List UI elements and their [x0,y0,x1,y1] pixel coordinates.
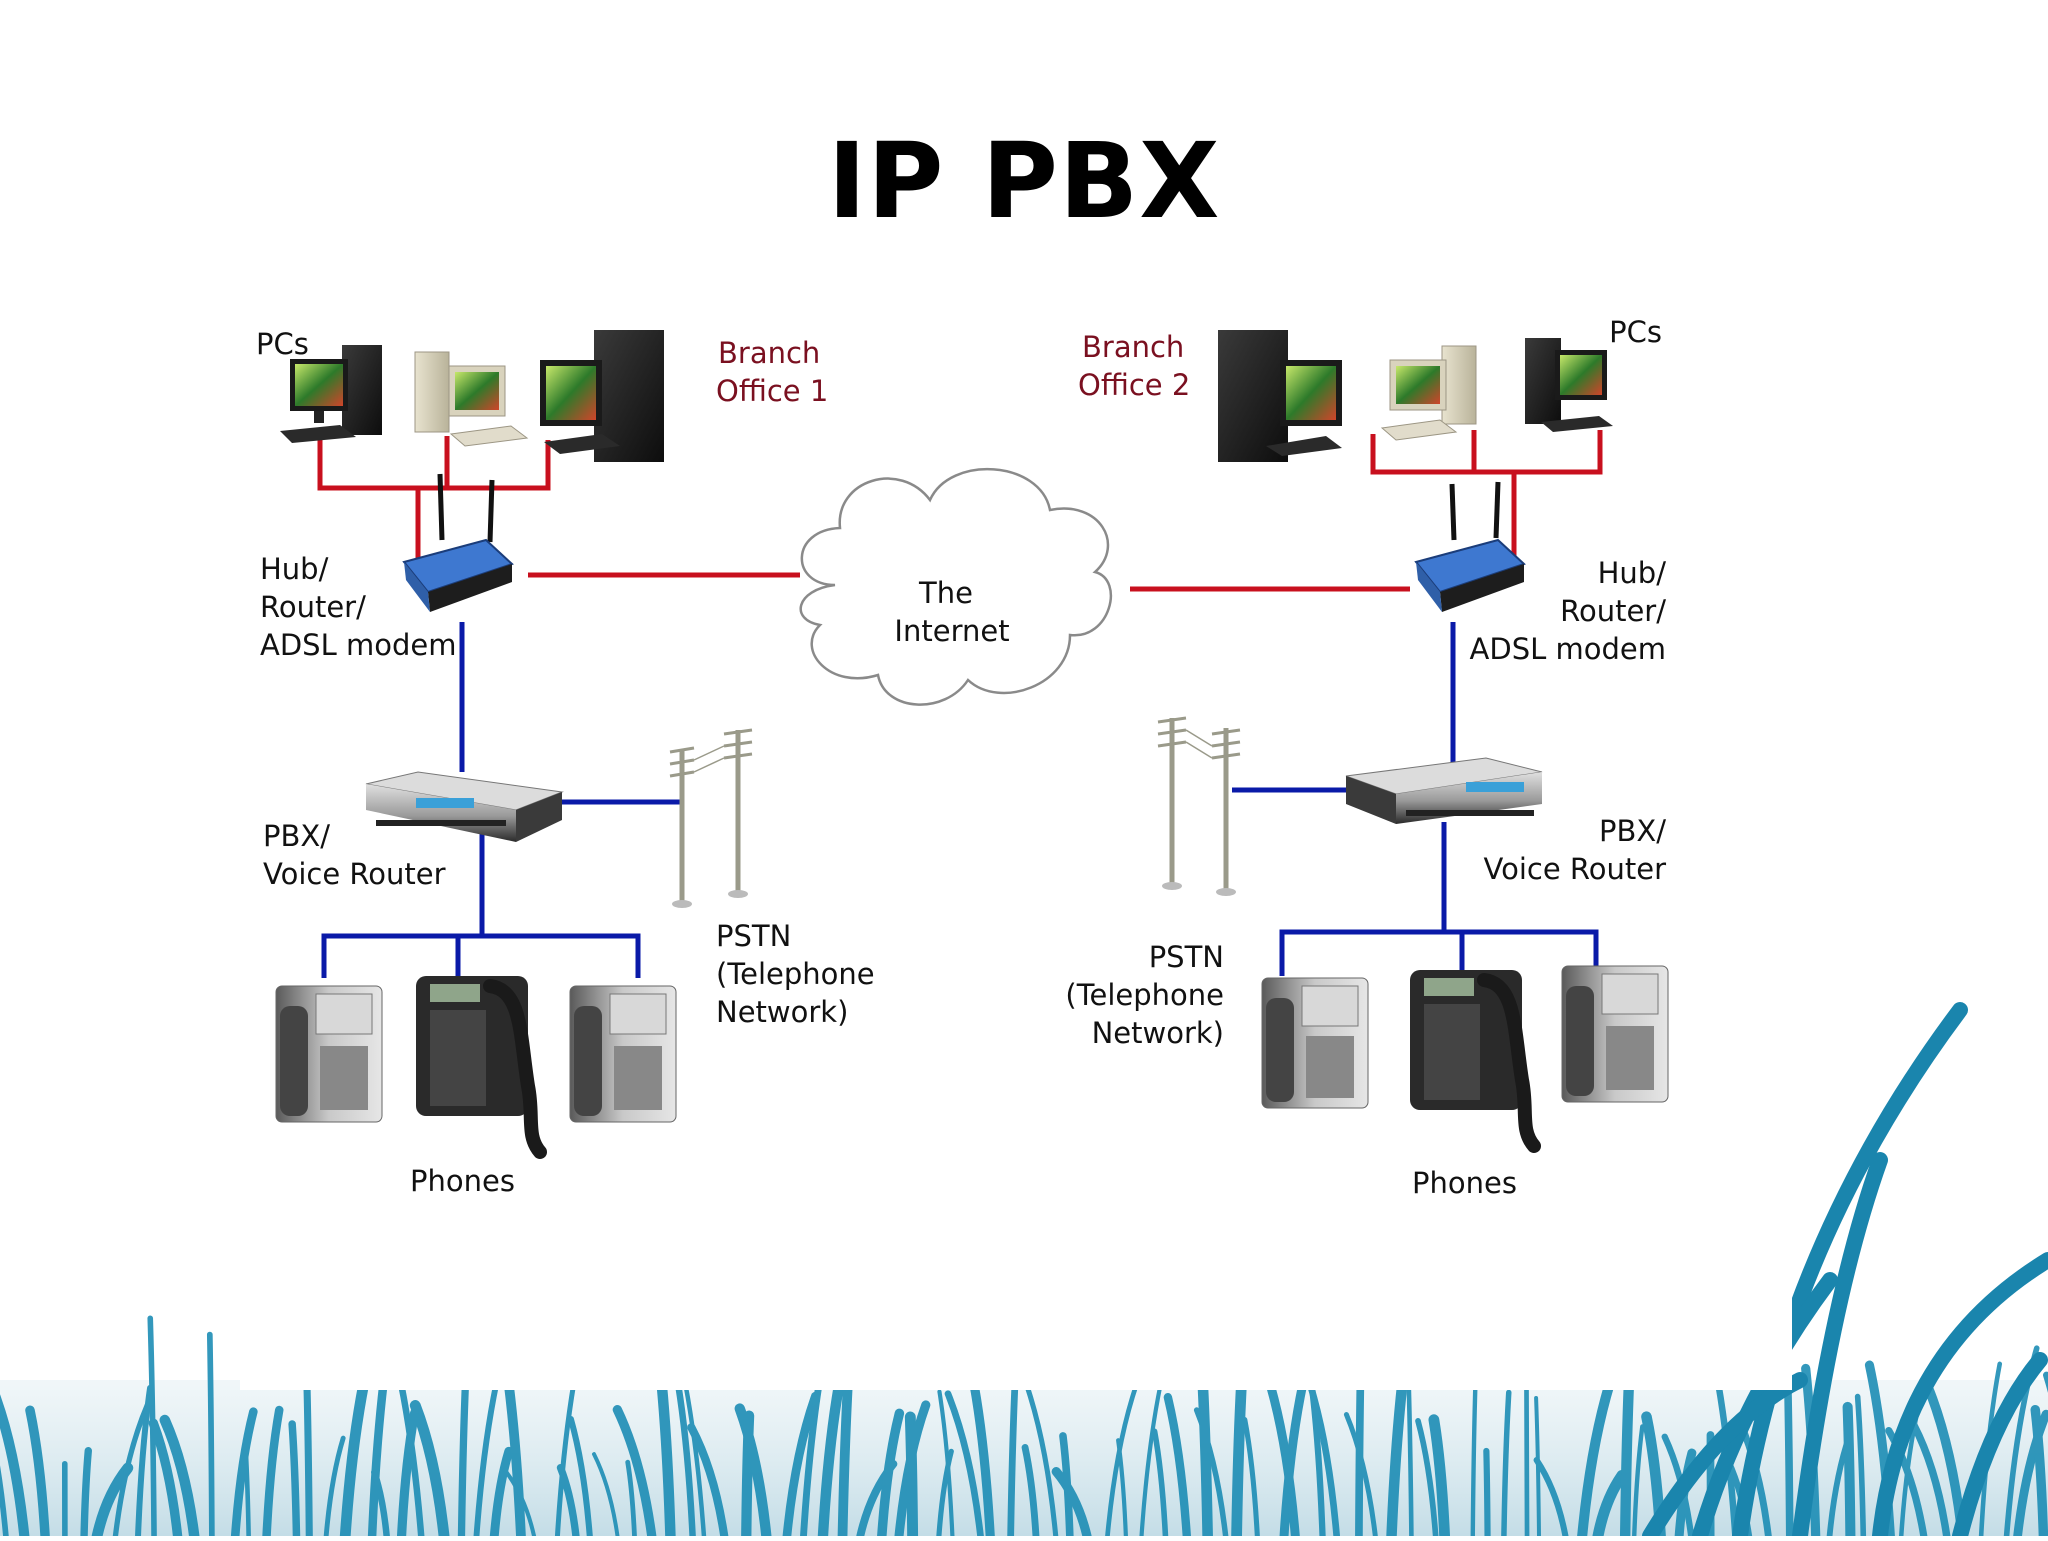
grass-blade [1526,1370,1527,1536]
pbx-label-office-1-line-1: PBX/ [263,819,330,853]
phone-3-office-2 [1562,966,1668,1102]
pstn-label-office-2-line-2: (Telephone [1065,978,1224,1012]
office-1-name-line-1: Branch [718,336,820,370]
office-2-name-line-1: Branch [1082,330,1184,364]
grass-blade [910,1417,912,1536]
office-2-name-line-2: Office 2 [1078,368,1190,402]
pcs-label-office-2: PCs [1609,315,1662,349]
router-label-office-1-line-1: Hub/ [260,552,329,586]
grass-blade [292,1424,296,1536]
grass-blade [1473,1378,1476,1536]
pstn-label-office-1-line-1: PSTN [716,919,791,953]
phone-1-office-1 [276,986,382,1122]
grass-blade [1848,1407,1851,1536]
router-label-office-2-line-2: Router/ [1560,594,1666,628]
router-label-office-2-line-3: ADSL modem [1470,632,1666,666]
grass-blade [84,1451,88,1536]
grass-blade [210,1335,212,1536]
phones-label-office-1: Phones [410,1164,515,1198]
pstn-label-office-2-line-1: PSTN [1149,940,1224,974]
grass-blade [1486,1451,1487,1536]
phones-label-office-2: Phones [1412,1166,1517,1200]
pstn-label-office-2-line-3: Network) [1092,1016,1224,1050]
pbx-label-office-2-line-2: Voice Router [1484,852,1667,886]
pcs-label-office-1: PCs [256,327,309,361]
pstn-label-office-1-line-2: (Telephone [716,957,875,991]
router-label-office-2-line-1: Hub/ [1598,556,1667,590]
pbx-label-office-1-line-2: Voice Router [263,857,446,891]
slide-title: IP PBX [0,120,2048,242]
pbx-label-office-2-line-1: PBX/ [1599,814,1666,848]
router-label-office-1-line-3: ADSL modem [260,628,456,662]
phone-3-office-1 [570,986,676,1122]
router-label-office-1-line-2: Router/ [260,590,366,624]
office-1-name-line-2: Office 1 [716,374,828,408]
pstn-label-office-1-line-3: Network) [716,995,848,1029]
phone-1-office-2 [1262,978,1368,1108]
cloud-label-line-1: The [918,576,973,610]
cloud-label-line-2: Internet [894,614,1009,648]
